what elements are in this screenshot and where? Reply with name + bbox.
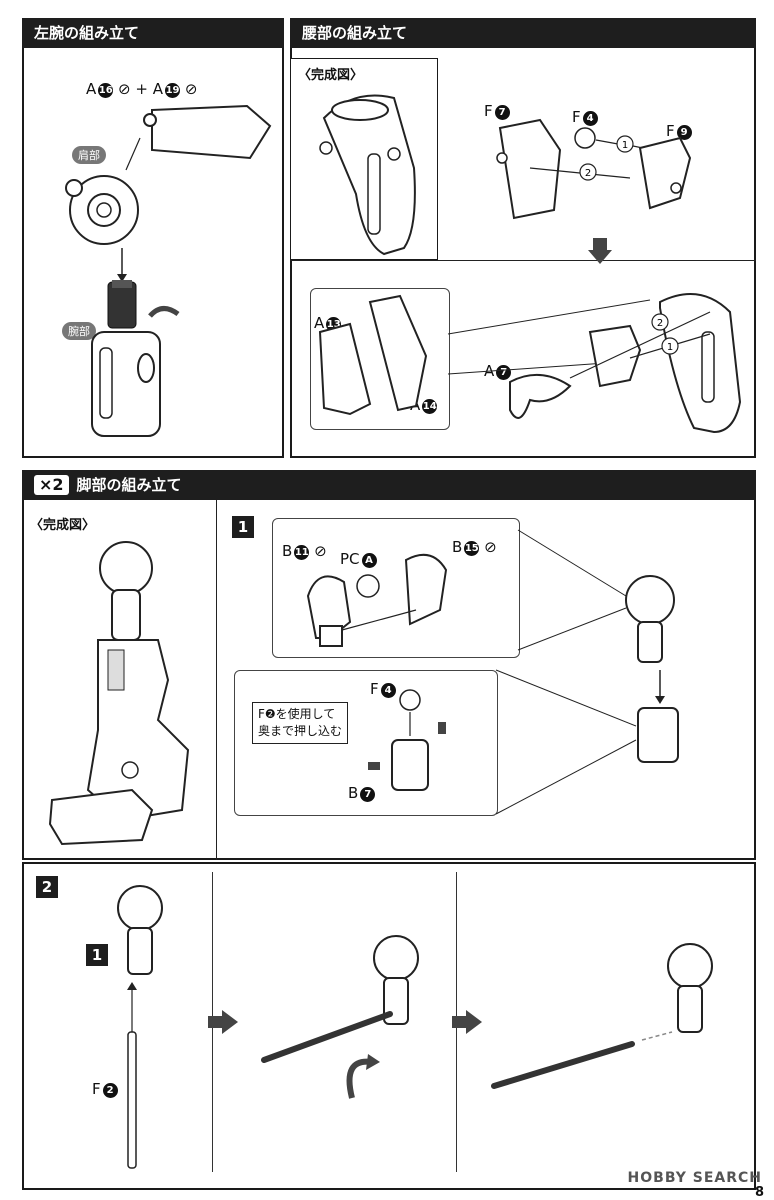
arm-illustration <box>65 104 272 437</box>
leg-divider <box>216 500 217 860</box>
leg-step1-illustration <box>306 529 679 815</box>
waist-step-n2: 2 <box>585 168 591 179</box>
step2-illustration <box>117 885 713 1169</box>
cut-icon: ⊘ <box>484 538 497 556</box>
push-in-note: F❷を使用して 奥まで押し込む <box>252 702 349 744</box>
multiplier-badge: ×2 <box>34 475 69 495</box>
next-arrow-icon <box>452 1010 482 1034</box>
next-arrow-icon <box>208 1010 238 1034</box>
waist-divider <box>290 260 756 261</box>
leg-step-2-badge: 2 <box>36 876 58 898</box>
cut-icon: ⊘ <box>118 80 131 98</box>
leg-step-1-badge: 1 <box>232 516 254 538</box>
waist-completed-label: 〈完成図〉 <box>298 68 364 83</box>
forearm-tag: 腕部 <box>62 322 96 340</box>
waist-assembly-n1: 1 <box>667 342 673 353</box>
waist-assembly-n2: 2 <box>657 318 663 329</box>
leg-completed-illustration <box>48 541 190 846</box>
waist-header: 腰部の組み立て <box>290 18 756 48</box>
shoulder-tag: 肩部 <box>72 146 106 164</box>
hobby-search-watermark: HOBBY SEARCH <box>627 1170 762 1186</box>
leg-completed-label: 〈完成図〉 <box>30 518 96 533</box>
waist-step-n1: 1 <box>622 140 628 151</box>
step1-ref-badge: 1 <box>86 944 108 966</box>
cut-icon: ⊘ <box>314 542 327 560</box>
waist-completed-illustration <box>319 94 416 256</box>
page-number: 8 <box>754 1185 764 1200</box>
left-arm-header: 左腕の組み立て <box>22 18 284 48</box>
waist-assembly-illustration: 2 1 <box>318 293 742 434</box>
cut-icon: ⊘ <box>184 80 198 98</box>
waist-parts-illustration: 1 2 <box>496 118 692 264</box>
